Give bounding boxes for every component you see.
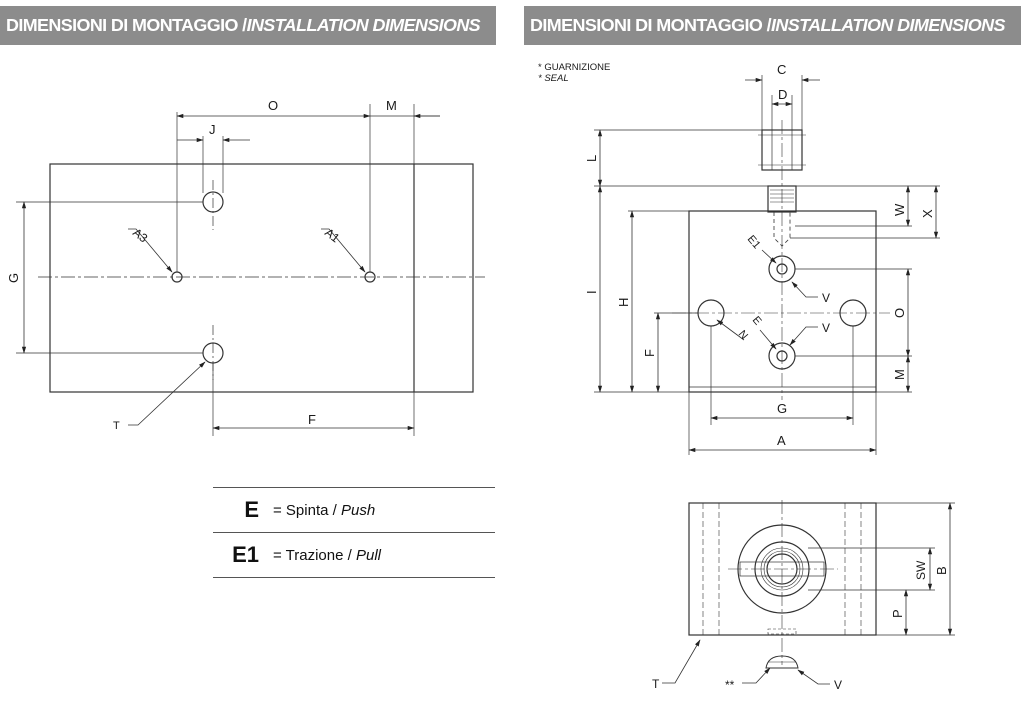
leader-e: [759, 329, 777, 350]
label-v-upper: V: [822, 291, 830, 305]
legend-desc: = Spinta /: [273, 501, 341, 519]
port-e-inner: [776, 350, 788, 362]
label-g: G: [6, 273, 21, 283]
leader-e1: [761, 249, 777, 264]
block-outline: [49, 163, 474, 393]
valve-body-side-outline: [688, 502, 877, 636]
legend-row-push: E = Spinta / Push: [213, 488, 495, 532]
counterbore-outer: [737, 524, 827, 614]
legend-desc: = Trazione /: [273, 546, 356, 564]
right-front-view-drawing: [594, 75, 940, 455]
label-h: H: [616, 298, 631, 307]
label-v-lower: V: [822, 321, 830, 335]
leader-v: [797, 669, 830, 685]
label-double-star: **: [725, 678, 735, 692]
label-p: P: [890, 609, 905, 618]
left-drawing-labels: O M J G A3 A1 T F: [6, 98, 397, 432]
left-section-header: DIMENSIONI DI MONTAGGIO / INSTALLATION D…: [0, 6, 496, 45]
port-thread: [766, 553, 798, 585]
label-e1: E1: [745, 233, 763, 251]
port-e1-inner: [776, 263, 788, 275]
note-seal-it: * GUARNIZIONE: [538, 62, 610, 73]
label-c: C: [777, 62, 786, 77]
header-italic: INSTALLATION DIMENSIONS: [771, 15, 1005, 35]
right-bottom-view-drawing: [662, 500, 955, 685]
legend-symbol: E: [244, 497, 259, 522]
label-t: T: [113, 420, 120, 432]
header-prefix: DIMENSIONI DI MONTAGGIO /: [6, 15, 247, 35]
label-o: O: [268, 98, 278, 113]
legend-symbol: E1: [232, 542, 259, 567]
leader-a3: [128, 228, 173, 273]
label-sw: SW: [914, 560, 928, 580]
leader-t: [128, 361, 206, 426]
legend-text: = Spinta / Push: [273, 502, 375, 519]
right-section-header: DIMENSIONI DI MONTAGGIO / INSTALLATION D…: [524, 6, 1021, 45]
right-bottom-labels: B SW P T ** V: [652, 560, 949, 692]
leader-a1: [321, 228, 366, 273]
label-i: I: [584, 290, 599, 294]
legend-middle-rule: [213, 532, 495, 533]
label-d: D: [778, 87, 787, 102]
label-t: T: [652, 677, 660, 691]
label-w: W: [892, 203, 907, 216]
header-prefix: DIMENSIONI DI MONTAGGIO /: [530, 15, 772, 35]
legend-text: = Trazione / Pull: [273, 547, 381, 564]
label-g: G: [777, 401, 787, 416]
label-f: F: [642, 349, 657, 357]
legend-top-rule: [213, 487, 495, 488]
label-v: V: [834, 678, 842, 692]
legend-bottom-rule: [213, 577, 495, 578]
note-seal-en: * SEAL: [538, 73, 569, 84]
leader-seal: [742, 667, 771, 684]
label-a1: A1: [322, 225, 342, 245]
label-l: L: [584, 155, 599, 162]
legend-desc-italic: Pull: [355, 546, 381, 564]
label-b: B: [934, 566, 949, 575]
left-top-view-drawing: [16, 104, 485, 436]
label-n: N: [736, 328, 750, 342]
legend-desc-italic: Push: [340, 501, 376, 519]
leader-v-upper: [791, 281, 818, 298]
label-e: E: [750, 314, 764, 327]
header-italic: INSTALLATION DIMENSIONS: [246, 15, 481, 35]
label-j: J: [209, 122, 216, 137]
leader-n: [716, 319, 745, 341]
seal-seat: [754, 541, 810, 597]
leader-t: [662, 639, 701, 684]
label-x: X: [920, 209, 935, 218]
label-m: M: [386, 98, 397, 113]
label-m: M: [892, 369, 907, 380]
label-a: A: [777, 433, 786, 448]
legend-row-pull: E1 = Trazione / Pull: [213, 533, 495, 577]
label-o: O: [892, 308, 907, 318]
valve-body-outline: [688, 210, 877, 393]
label-f: F: [308, 412, 316, 427]
leader-v-lower: [789, 326, 818, 346]
